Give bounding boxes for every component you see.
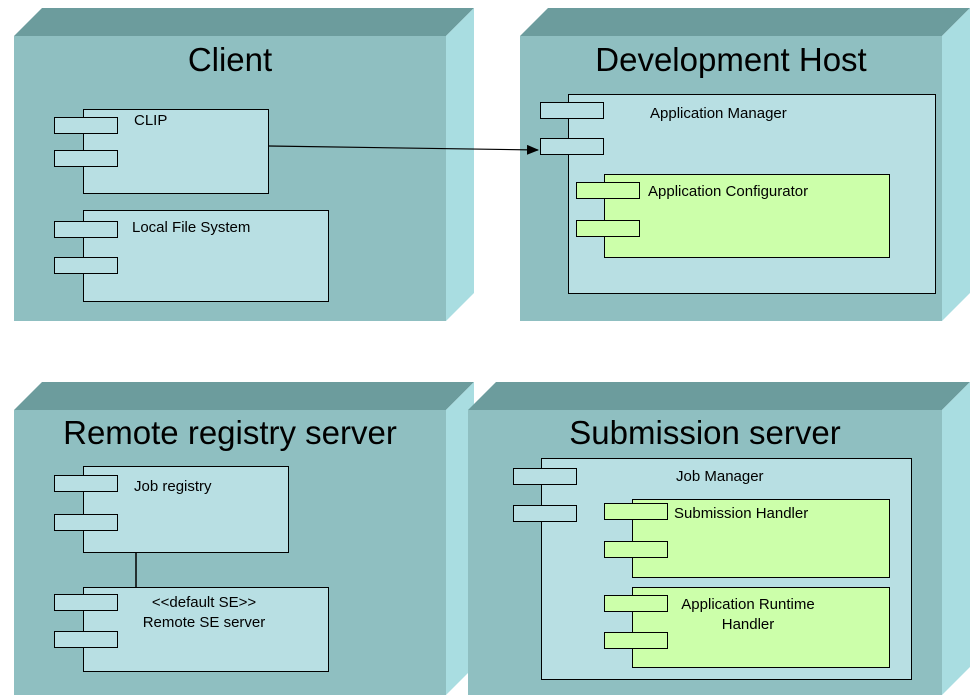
component-clip-port-bottom [54,150,118,167]
component-app-configurator-label: Application Configurator [648,183,809,200]
component-job-registry-port-top [54,475,118,492]
component-submission-handler-port-bottom [604,541,668,558]
component-runtime-handler-label-line1: Application Runtime [681,596,815,613]
component-clip-port-top [54,117,118,134]
node-client: Client CLIP Local File System [14,8,474,323]
component-clip-label: CLIP [134,112,168,129]
component-application-configurator[interactable] [604,174,890,258]
component-app-configurator-port-bottom [576,220,640,237]
component-job-manager-port-bottom [513,505,577,522]
component-submission-handler[interactable] [632,499,890,578]
component-job-manager-label: Job Manager [676,468,764,485]
component-local-fs-port-top [54,221,118,238]
component-job-registry-port-bottom [54,514,118,531]
component-runtime-handler-port-bottom [604,632,668,649]
component-application-runtime-handler[interactable] [632,587,890,668]
node-submission-server: Submission server Job Manager Submission… [468,382,970,695]
node-development-host-title: Development Host [595,41,867,78]
component-submission-handler-label: Submission Handler [674,505,809,522]
component-runtime-handler-port-top [604,595,668,612]
component-local-file-system[interactable] [83,210,329,302]
node-remote-registry-server-title: Remote registry server [63,414,397,451]
node-development-host: Development Host Application Manager App… [520,8,970,323]
component-remote-se-label: Remote SE server [142,614,266,631]
component-job-manager-port-top [513,468,577,485]
component-remote-se-port-bottom [54,631,118,648]
node-client-title: Client [187,41,273,78]
component-remote-se-port-top [54,594,118,611]
node-submission-server-title: Submission server [569,414,841,451]
component-runtime-handler-label-line2: Handler [721,616,775,633]
component-app-configurator-port-top [576,182,640,199]
component-remote-se-server[interactable] [83,587,329,672]
component-job-registry-label: Job registry [134,478,212,495]
component-app-manager-port-bottom [540,138,604,155]
component-local-fs-label: Local File System [132,219,251,236]
component-remote-se-stereotype: <<default SE>> [151,594,257,611]
component-app-manager-label: Application Manager [650,105,787,122]
component-submission-handler-port-top [604,503,668,520]
component-local-fs-port-bottom [54,257,118,274]
component-app-manager-port-top [540,102,604,119]
node-remote-registry-server: Remote registry server Job registry <<de… [14,382,474,695]
